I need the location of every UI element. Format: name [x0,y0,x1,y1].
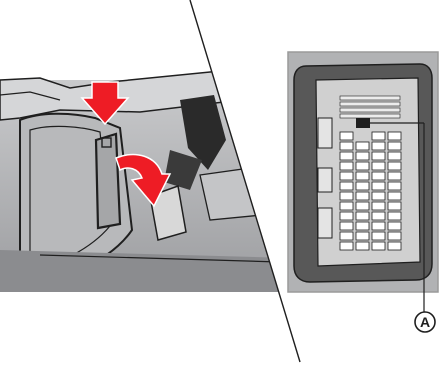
fuse-slot [388,132,401,140]
fuse-slot [372,222,385,230]
fuse-slot [356,152,369,160]
fuse-slot [356,172,369,180]
fuse-strip [340,96,400,100]
fuse-slot [372,172,385,180]
fuse-slot [356,182,369,190]
fuse-slot [372,142,385,150]
fuse-slot [372,232,385,240]
fuse-strip [340,108,400,112]
fuse-slot [356,222,369,230]
fuse-slot [372,162,385,170]
fuse-slot [356,232,369,240]
fuse-slot [372,202,385,210]
fuse-slot [388,222,401,230]
callout-a: A [415,312,435,332]
relay-block [318,118,332,148]
fuse-slot [340,132,353,140]
fuse-puller [356,118,370,128]
fuse-slot [388,162,401,170]
fuse-slot [388,152,401,160]
fuse-slot [340,212,353,220]
fuse-slot [388,142,401,150]
fuse-slot [340,152,353,160]
fuse-slot [372,132,385,140]
fuse-slot [340,172,353,180]
panel-cover [96,134,120,228]
fuse-slot [340,222,353,230]
fuse-slot [340,192,353,200]
fuse-slot [388,182,401,190]
fuse-slot [340,162,353,170]
fuse-slot [388,232,401,240]
relay-block [318,168,332,192]
fuse-strip [340,114,400,118]
fuse-slot [356,192,369,200]
fuse-slot [372,182,385,190]
fuse-strip [340,102,400,106]
fuse-slot [372,242,385,250]
fuse-slot [356,242,369,250]
fuse-slot [388,242,401,250]
fuse-slot [340,242,353,250]
fuse-slot [356,212,369,220]
relay-block [318,208,332,238]
fuse-slot [388,212,401,220]
fuse-slot [356,142,369,150]
fuse-slot [356,202,369,210]
fuse-slot [388,192,401,200]
fuse-slot [356,162,369,170]
fuse-box-illustration [288,52,438,312]
fuse-slot [340,182,353,190]
fuse-slot [388,202,401,210]
fuse-slot [372,192,385,200]
fuse-slot [340,202,353,210]
fuse-slot [372,152,385,160]
fuse-slot [372,212,385,220]
fuse-slot [388,172,401,180]
callout-label: A [420,314,430,330]
fuse-slot [340,232,353,240]
fuse-slot [340,142,353,150]
